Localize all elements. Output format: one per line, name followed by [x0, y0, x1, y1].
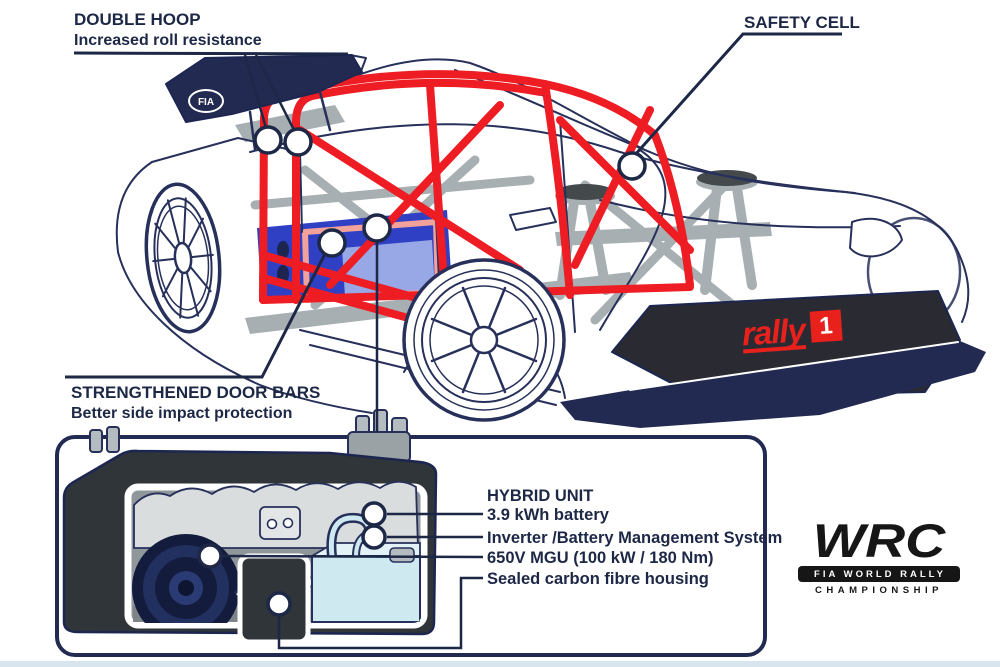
callout-markers	[197, 125, 647, 617]
callout-door-bars	[317, 228, 347, 258]
callout-housing	[266, 591, 292, 617]
door-bars-subtitle: Better side impact protection	[71, 405, 293, 422]
safety-cell-title: SAFETY CELL	[744, 13, 860, 32]
callout-double-hoop-1	[253, 125, 283, 155]
battery-connector-cluster	[347, 409, 411, 463]
callout-mgu	[197, 543, 223, 569]
hybrid-housing-label: Sealed carbon fibre housing	[487, 570, 709, 588]
front-left-wheel	[402, 258, 566, 422]
front-splitter	[560, 341, 986, 428]
callout-battery	[361, 501, 387, 527]
double-hoop-subtitle: Increased roll resistance	[74, 32, 262, 49]
hybrid-unit-title: HYBRID UNIT	[487, 487, 594, 505]
double-hoop-title: DOUBLE HOOP	[74, 10, 201, 29]
rally-badge-text: rally	[740, 311, 807, 354]
callout-inverter	[361, 524, 387, 550]
rear-left-wheel	[144, 182, 222, 334]
callout-double-hoop-2	[283, 127, 313, 157]
wrc-logo-series-bar: FIA WORLD RALLY	[798, 566, 960, 583]
door-bars-title: STRENGTHENED DOOR BARS	[71, 383, 321, 402]
front-bumper	[560, 290, 986, 428]
callout-hybrid-location	[362, 213, 392, 243]
hybrid-mgu-label: 650V MGU (100 kW / 180 Nm)	[487, 549, 714, 567]
rally-badge-number: 1	[809, 309, 843, 343]
wrc-logo-acronym: WRC	[812, 514, 946, 567]
wrc-logo: WRC FIA WORLD RALLY CHAMPIONSHIP	[798, 517, 960, 597]
hybrid-battery-label: 3.9 kWh battery	[487, 506, 609, 524]
fia-oval	[188, 89, 224, 113]
wrc-logo-championship: CHAMPIONSHIP	[815, 585, 943, 597]
subframe-stool-2	[696, 170, 758, 295]
car-illustration: FIA	[115, 54, 986, 428]
bms-plate	[259, 506, 301, 540]
fia-wing-text: FIA	[198, 97, 214, 108]
battery-top-caps	[89, 426, 120, 453]
roll-cage	[259, 70, 694, 334]
rally1-badge: rally 1	[740, 309, 843, 354]
callout-safety-cell	[617, 151, 647, 181]
hybrid-inverter-label: Inverter /Battery Management System	[487, 529, 783, 547]
bottom-edge-strip	[0, 661, 1000, 667]
rear-wing: FIA	[165, 54, 363, 152]
callout-lines	[65, 32, 842, 650]
